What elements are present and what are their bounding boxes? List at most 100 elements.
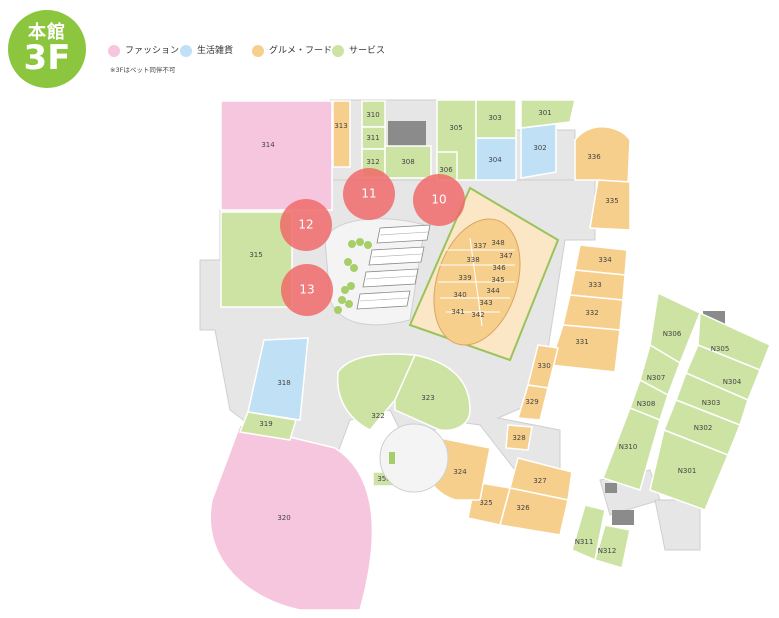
- svg-text:337: 337: [473, 242, 486, 250]
- service-color-dot: [332, 45, 344, 57]
- legend-label: グルメ・フード: [269, 46, 333, 56]
- svg-text:315: 315: [249, 251, 262, 259]
- shop-n305[interactable]: N305: [711, 345, 730, 353]
- svg-text:341: 341: [451, 308, 464, 316]
- shop-314[interactable]: 314: [220, 100, 333, 211]
- legend-item-goods: 生活雑貨: [180, 43, 233, 59]
- marker-13[interactable]: 13: [281, 264, 333, 316]
- svg-text:N301: N301: [678, 467, 697, 475]
- goods-color-dot: [180, 45, 192, 57]
- shop-302[interactable]: 302: [520, 123, 557, 179]
- svg-text:350: 350: [377, 475, 390, 483]
- shop-n311[interactable]: N311: [575, 538, 594, 546]
- shop-311[interactable]: 311: [361, 126, 386, 150]
- shop-n302[interactable]: N302: [694, 424, 713, 432]
- shop-301[interactable]: 301: [520, 99, 576, 129]
- floor-badge: 本館 3F: [8, 10, 86, 88]
- svg-text:312: 312: [366, 158, 379, 166]
- shop-n306[interactable]: N306: [663, 330, 682, 338]
- shop-332[interactable]: 332: [562, 294, 624, 331]
- svg-text:305: 305: [449, 124, 462, 132]
- svg-text:314: 314: [261, 141, 275, 149]
- legend-item-fashion: ファッション: [108, 43, 179, 59]
- svg-text:302: 302: [533, 144, 546, 152]
- shop-331[interactable]: 331: [549, 324, 621, 373]
- legend-item-service: サービス: [332, 43, 385, 59]
- svg-text:304: 304: [488, 156, 502, 164]
- building-name: 本館: [28, 22, 66, 43]
- svg-text:N305: N305: [711, 345, 730, 353]
- svg-text:335: 335: [605, 197, 618, 205]
- shop-n310[interactable]: N310: [619, 443, 638, 451]
- svg-text:329: 329: [525, 398, 538, 406]
- svg-text:328: 328: [512, 434, 525, 442]
- stall-343[interactable]: 343: [479, 299, 492, 307]
- svg-text:336: 336: [587, 153, 601, 161]
- svg-text:346: 346: [492, 264, 506, 272]
- svg-text:340: 340: [453, 291, 466, 299]
- shop-304[interactable]: 304: [475, 137, 517, 181]
- shop-319[interactable]: 319: [238, 411, 297, 441]
- shop-310[interactable]: 310: [361, 100, 386, 128]
- shop-329[interactable]: 329: [517, 384, 549, 421]
- stall-344[interactable]: 344: [486, 287, 500, 295]
- svg-text:303: 303: [488, 114, 501, 122]
- svg-text:338: 338: [466, 256, 479, 264]
- svg-text:N308: N308: [637, 400, 656, 408]
- stall-345[interactable]: 345: [491, 276, 504, 284]
- svg-text:311: 311: [366, 134, 379, 142]
- shop-313[interactable]: 313: [332, 100, 351, 168]
- stall-348[interactable]: 348: [491, 239, 504, 247]
- svg-text:N311: N311: [575, 538, 594, 546]
- marker-11[interactable]: 11: [343, 168, 395, 220]
- stall-339[interactable]: 339: [458, 274, 471, 282]
- shop-n301[interactable]: N301: [678, 467, 697, 475]
- shop-n307[interactable]: N307: [647, 374, 666, 382]
- stall-346[interactable]: 346: [492, 264, 506, 272]
- svg-text:324: 324: [453, 468, 467, 476]
- svg-text:319: 319: [259, 420, 272, 428]
- tree-cluster: [334, 238, 372, 314]
- svg-text:327: 327: [533, 477, 546, 485]
- svg-text:313: 313: [334, 122, 347, 130]
- shop-308[interactable]: 308: [384, 145, 432, 179]
- shop-n308[interactable]: N308: [637, 400, 656, 408]
- shop-335[interactable]: 335: [589, 179, 631, 231]
- svg-text:N310: N310: [619, 443, 638, 451]
- shop-318[interactable]: 318: [247, 337, 309, 421]
- stall-337[interactable]: 337: [473, 242, 486, 250]
- shop-323[interactable]: 323: [394, 354, 471, 432]
- shop-n303[interactable]: N303: [702, 399, 721, 407]
- svg-text:N303: N303: [702, 399, 721, 407]
- svg-text:347: 347: [499, 252, 512, 260]
- svg-text:326: 326: [516, 504, 530, 512]
- svg-text:310: 310: [366, 111, 379, 119]
- svg-text:318: 318: [277, 379, 290, 387]
- stall-338[interactable]: 338: [466, 256, 479, 264]
- svg-text:342: 342: [471, 311, 484, 319]
- stall-342[interactable]: 342: [471, 311, 484, 319]
- stall-341[interactable]: 341: [451, 308, 464, 316]
- shop-303[interactable]: 303: [475, 99, 517, 139]
- shop-328[interactable]: 328: [505, 424, 533, 451]
- food-court: [408, 186, 560, 362]
- round-plaza: [379, 423, 449, 493]
- annex-building: [571, 291, 771, 569]
- fashion-color-dot: [108, 45, 120, 57]
- shop-n312[interactable]: N312: [598, 547, 617, 555]
- svg-text:N312: N312: [598, 547, 617, 555]
- stall-340[interactable]: 340: [453, 291, 466, 299]
- shop-336[interactable]: 336: [574, 126, 631, 186]
- legend-label: 生活雑貨: [197, 46, 234, 56]
- svg-text:330: 330: [537, 362, 550, 370]
- marker-12[interactable]: 12: [280, 199, 332, 251]
- stall-347[interactable]: 347: [499, 252, 512, 260]
- floor-level: 3F: [23, 38, 71, 78]
- svg-text:322: 322: [371, 412, 384, 420]
- svg-text:344: 344: [486, 287, 500, 295]
- marker-10[interactable]: 10: [413, 174, 465, 226]
- shop-n304[interactable]: N304: [723, 378, 742, 386]
- shop-320[interactable]: 320: [209, 424, 374, 611]
- legend-label: ファッション: [125, 46, 180, 56]
